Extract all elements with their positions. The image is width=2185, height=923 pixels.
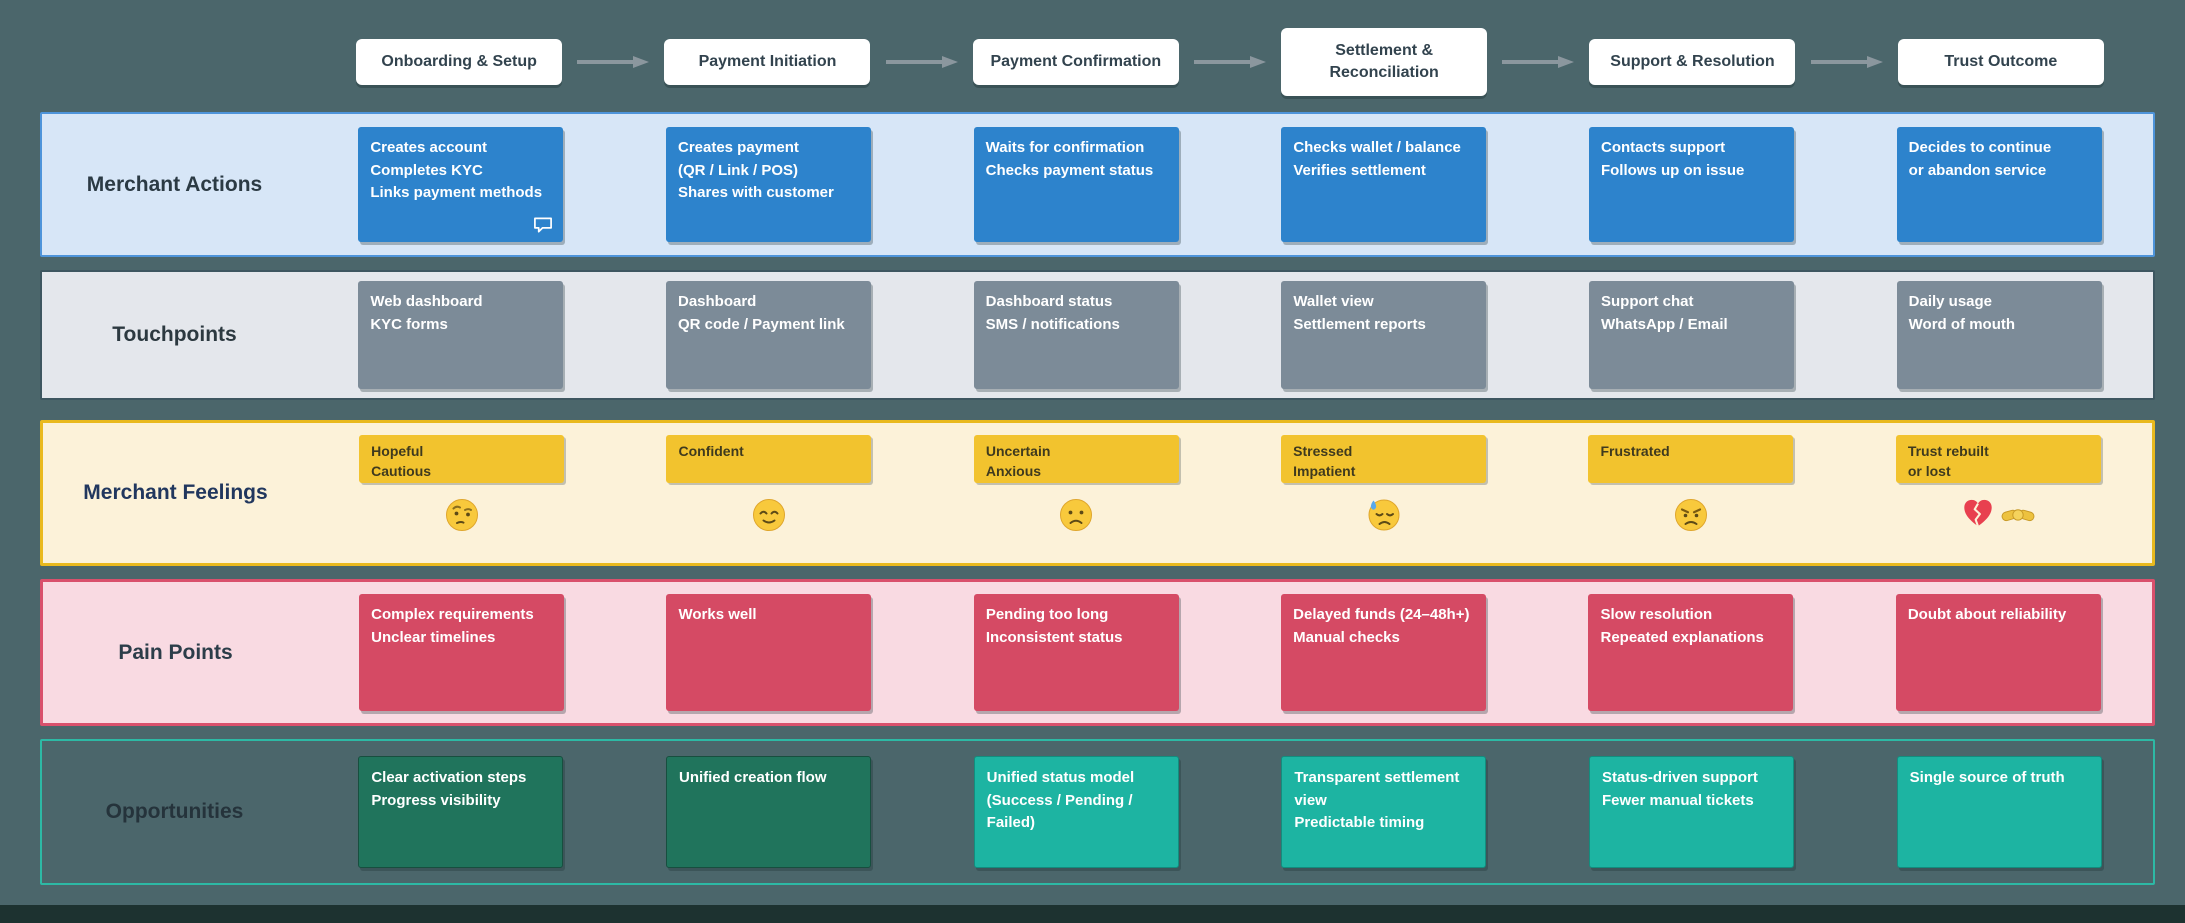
feeling-card[interactable]: Stressed Impatient — [1281, 435, 1487, 483]
opportunity-card[interactable]: Unified status model (Success / Pending … — [973, 756, 1179, 868]
opportunity-card[interactable]: Unified creation flow — [665, 756, 871, 868]
action-card[interactable]: Creates account Completes KYC Links paym… — [358, 127, 564, 242]
touchpoint-card[interactable]: Dashboard QR code / Payment link — [665, 281, 871, 389]
action-card[interactable]: Decides to continue or abandon service — [1896, 127, 2102, 242]
pain-card[interactable]: Doubt about reliability — [1895, 594, 2101, 711]
relieved-face-emoji[interactable] — [751, 497, 787, 533]
stage-onboarding-setup[interactable]: Onboarding & Setup — [356, 39, 563, 85]
right-arrow-icon — [885, 56, 958, 68]
angry-face-emoji[interactable] — [1673, 497, 1709, 533]
pain-card[interactable]: Complex requirements Unclear timelines — [359, 594, 565, 711]
pain-card[interactable]: Works well — [666, 594, 872, 711]
action-card[interactable]: Creates payment (QR / Link / POS) Shares… — [665, 127, 871, 242]
opportunity-card[interactable]: Status-driven support Fewer manual ticke… — [1588, 756, 1794, 868]
broken-heart-and-handshake-emoji[interactable] — [1961, 497, 2035, 531]
stage-payment-initiation[interactable]: Payment Initiation — [664, 39, 871, 85]
row-merchant-feelings: Merchant Feelings Hopeful Cautious Confi… — [40, 420, 2155, 566]
broken-heart-icon — [1961, 497, 1995, 531]
touchpoint-card[interactable]: Dashboard status SMS / notifications — [973, 281, 1179, 389]
touchpoint-card[interactable]: Support chat WhatsApp / Email — [1588, 281, 1794, 389]
bottom-edge-strip — [0, 905, 2185, 923]
action-card[interactable]: Checks wallet / balance Verifies settlem… — [1281, 127, 1487, 242]
feeling-card[interactable]: Uncertain Anxious — [973, 435, 1179, 483]
action-card[interactable]: Waits for confirmation Checks payment st… — [973, 127, 1179, 242]
thinking-face-emoji[interactable] — [444, 497, 480, 533]
pain-card[interactable]: Slow resolution Repeated explanations — [1588, 594, 1794, 711]
row-opportunities: Opportunities Clear activation steps Pro… — [40, 739, 2155, 885]
right-arrow-icon — [577, 56, 650, 68]
stage-payment-confirmation[interactable]: Payment Confirmation — [972, 39, 1179, 85]
feeling-card[interactable]: Hopeful Cautious — [359, 435, 565, 483]
stage-header-row: Onboarding & Setup Payment Initiation Pa… — [40, 26, 2155, 98]
opportunity-card[interactable]: Transparent settlement view Predictable … — [1281, 756, 1487, 868]
pain-card[interactable]: Pending too long Inconsistent status — [973, 594, 1179, 711]
row-touchpoints: Touchpoints Web dashboard KYC forms Dash… — [40, 270, 2155, 400]
row-label-pain-points: Pain Points — [118, 640, 233, 664]
right-arrow-icon — [1810, 56, 1883, 68]
row-pain-points: Pain Points Complex requirements Unclear… — [40, 579, 2155, 726]
right-arrow-icon — [1502, 56, 1575, 68]
action-card[interactable]: Contacts support Follows up on issue — [1588, 127, 1794, 242]
frowning-face-emoji[interactable] — [1058, 497, 1094, 533]
feeling-card[interactable]: Frustrated — [1588, 435, 1794, 483]
sweat-face-emoji[interactable] — [1366, 497, 1402, 533]
row-label-opportunities: Opportunities — [105, 800, 244, 823]
stage-support-resolution[interactable]: Support & Resolution — [1589, 39, 1796, 85]
stage-trust-outcome[interactable]: Trust Outcome — [1897, 39, 2104, 85]
opportunity-card[interactable]: Clear activation steps Progress visibili… — [358, 756, 564, 868]
opportunity-card[interactable]: Single source of truth — [1896, 756, 2102, 868]
row-label-merchant-actions: Merchant Actions — [86, 172, 263, 196]
touchpoint-card[interactable]: Wallet view Settlement reports — [1281, 281, 1487, 389]
stage-settlement-reconciliation[interactable]: Settlement & Reconciliation — [1281, 28, 1488, 96]
comment-icon[interactable] — [533, 216, 553, 234]
touchpoint-card[interactable]: Web dashboard KYC forms — [358, 281, 564, 389]
touchpoint-card[interactable]: Daily usage Word of mouth — [1896, 281, 2102, 389]
row-label-touchpoints: Touchpoints — [112, 323, 237, 346]
row-label-merchant-feelings: Merchant Feelings — [83, 481, 268, 504]
pain-card[interactable]: Delayed funds (24–48h+) Manual checks — [1281, 594, 1487, 711]
right-arrow-icon — [1194, 56, 1266, 68]
row-merchant-actions: Merchant Actions Creates account Complet… — [40, 112, 2155, 257]
feeling-card[interactable]: Trust rebuilt or lost — [1895, 435, 2101, 483]
handshake-icon — [2001, 497, 2035, 531]
feeling-card[interactable]: Confident — [666, 435, 872, 483]
